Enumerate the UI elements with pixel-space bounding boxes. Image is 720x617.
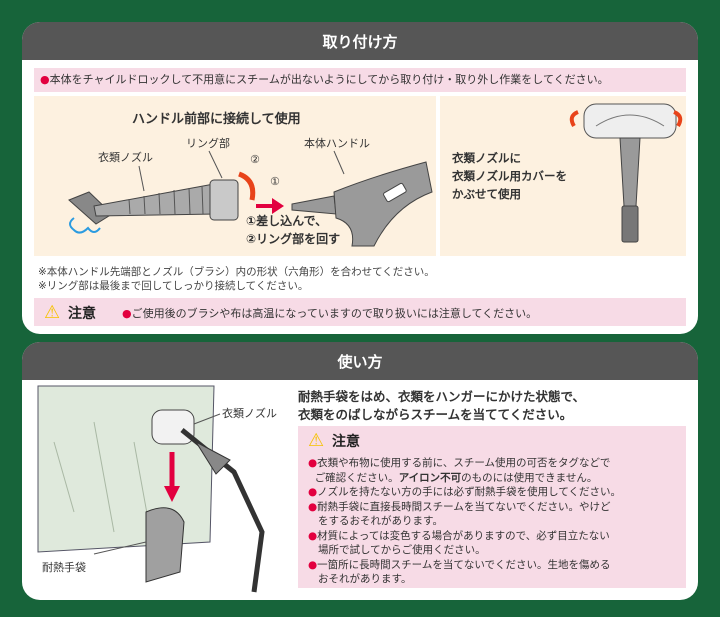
usage-panel: 使い方 衣類ノズル 耐熱手袋 耐熱手袋をはめ、衣類をハンガーにかけた状態で、 衣… (22, 342, 698, 600)
caution-item-2: ●ノズルを持たない方の手には必ず耐熱手袋を使用してください。 (308, 486, 622, 498)
install-diagram-right: 衣類ノズルに 衣類ノズル用カバーを かぶせて使用 (440, 96, 686, 256)
cover-line-2: 衣類ノズル用カバーを (452, 169, 567, 183)
install-top-notice: ●本体をチャイルドロックして不用意にスチームが出ないようにしてから取り付け・取り… (34, 68, 686, 92)
install-note-1: ※本体ハンドル先端部とノズル（ブラシ）内の形状（六角形）を合わせてください。 (38, 266, 435, 278)
step-number-2: ② (250, 153, 260, 166)
cover-illustration (569, 103, 683, 243)
bullet-dot-icon: ● (308, 486, 318, 498)
label-nozzle: 衣類ノズル (98, 151, 153, 164)
usage-caution-label: 注意 (332, 434, 360, 450)
usage-intro-line-2: 衣類をのばしながらスチームを当ててください。 (298, 407, 573, 422)
install-caution-label: 注意 (68, 306, 96, 322)
diagram-heading: ハンドル前部に接続して使用 (132, 112, 301, 127)
usage-label-glove: 耐熱手袋 (42, 561, 86, 574)
caution-item-5: ●一箇所に長時間スチームを当てないでください。生地を傷める おそれがあります。 (308, 558, 611, 586)
install-caution-box: ⚠ 注意 ●ご使用後のブラシや布は高温になっていますので取り扱いには注意してくだ… (34, 298, 686, 326)
install-panel: 取り付け方 ●本体をチャイルドロックして不用意にスチームが出ないようにしてから取… (22, 22, 698, 334)
caution-warning-icon: ⚠ (44, 302, 61, 323)
step2-text: ②リング部を回す (246, 232, 341, 246)
cover-line-1: 衣類ノズルに (452, 151, 521, 165)
label-handle: 本体ハンドル (304, 137, 370, 150)
install-caution-text: ●ご使用後のブラシや布は高温になっていますので取り扱いには注意してください。 (122, 307, 538, 320)
install-diagram-left: ハンドル前部に接続して使用 衣類ノズル リング部 本体ハンドル ② ① (34, 96, 436, 256)
install-note-2: ※リング部は最後まで回してしっかり接続してください。 (38, 280, 309, 292)
bullet-dot-icon: ● (40, 73, 50, 86)
garment-steamer-illustration (37, 385, 265, 593)
step-number-1: ① (270, 175, 280, 188)
usage-illustration: 衣類ノズル 耐熱手袋 (34, 382, 284, 594)
bullet-dot-icon: ● (308, 500, 318, 513)
usage-intro-line-1: 耐熱手袋をはめ、衣類をハンガーにかけた状態で、 (298, 389, 586, 404)
bullet-dot-icon: ● (308, 558, 318, 571)
usage-label-nozzle: 衣類ノズル (222, 407, 277, 420)
install-title: 取り付け方 (22, 22, 698, 60)
cover-line-3: かぶせて使用 (452, 187, 521, 201)
usage-caution-box: ⚠ 注意 ●衣類や布物に使用する前に、スチーム使用の可否をタグなどで ご確認くだ… (298, 426, 686, 588)
step1-text: ①差し込んで、 (246, 214, 328, 228)
usage-caution-list: ●衣類や布物に使用する前に、スチーム使用の可否をタグなどで ご確認ください。アイ… (308, 456, 680, 587)
usage-caution-icon: ⚠ (308, 430, 325, 451)
caution-item-4: ●材質によっては変色する場合がありますので、必ず目立たない 場所で試してからご使… (308, 529, 610, 557)
bullet-dot-icon: ● (122, 307, 132, 320)
bullet-dot-icon: ● (308, 529, 318, 542)
bullet-dot-icon: ● (308, 457, 318, 469)
label-ring: リング部 (186, 137, 230, 150)
usage-title: 使い方 (22, 342, 698, 380)
caution-item-3: ●耐熱手袋に直接長時間スチームを当てないでください。やけど をするおそれがありま… (308, 500, 611, 528)
nozzle-handle-illustration (68, 150, 433, 247)
caution-item-1: ●衣類や布物に使用する前に、スチーム使用の可否をタグなどで ご確認ください。アイ… (308, 457, 611, 484)
